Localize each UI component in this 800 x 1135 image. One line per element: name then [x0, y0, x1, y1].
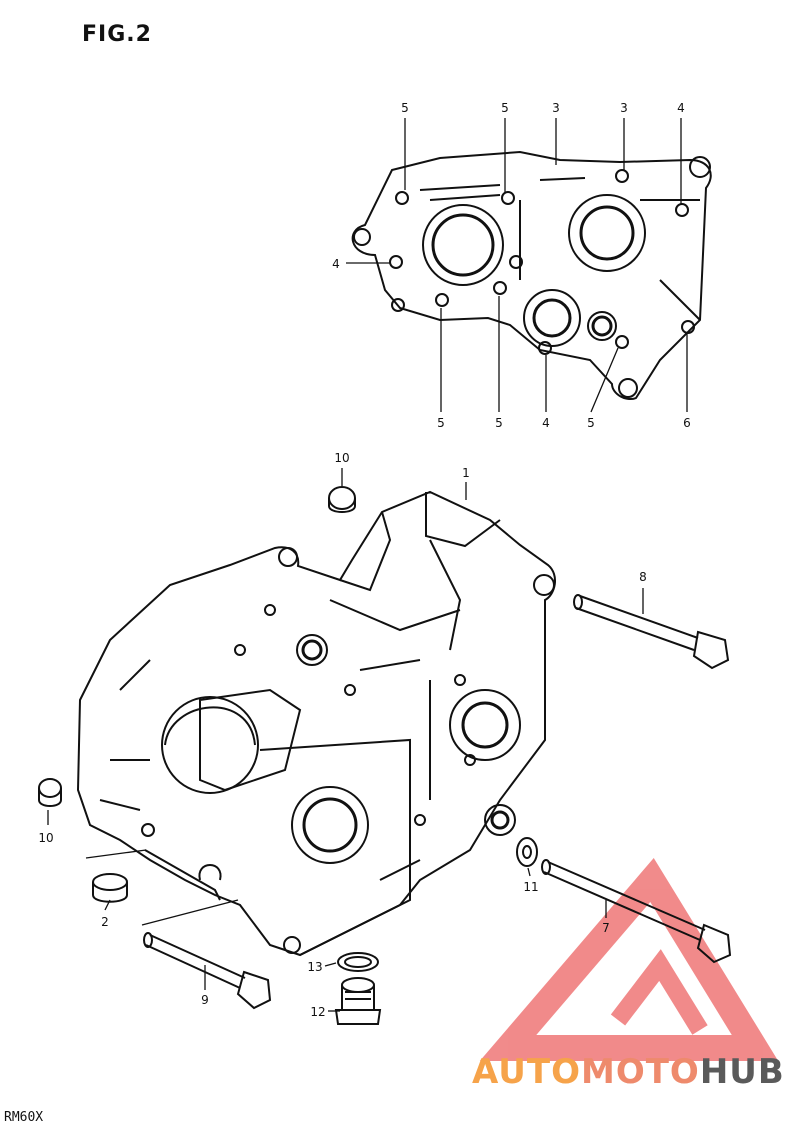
- leader-lines-top: [346, 118, 688, 413]
- callout-10: 10: [334, 451, 350, 465]
- part-dowel-2: [92, 873, 128, 903]
- callout-4: 4: [332, 257, 340, 271]
- callout-9: 9: [201, 993, 209, 1007]
- model-code: RM60X: [4, 1110, 44, 1125]
- callout-4: 4: [677, 101, 685, 115]
- watermark-brand-part1: AUTO: [472, 1052, 581, 1092]
- crankcase-main: [76, 490, 556, 957]
- crankcase-left-half: [351, 150, 712, 400]
- part-gasket-13: [337, 952, 379, 972]
- callout-5: 5: [401, 101, 409, 115]
- part-plug-12: [334, 977, 382, 1025]
- callout-10: 10: [38, 831, 54, 845]
- part-bolt-8: [573, 594, 730, 670]
- watermark-triangle-outer: [479, 857, 779, 1061]
- callout-5: 5: [501, 101, 509, 115]
- leader-lines-main: [47, 468, 644, 1012]
- callout-12: 12: [310, 1005, 326, 1019]
- callout-5: 5: [587, 416, 595, 430]
- watermark-brand-text: AUTOMOTOHUB: [472, 1052, 785, 1092]
- callout-1: 1: [462, 466, 470, 480]
- watermark-logo: [479, 857, 779, 1061]
- callout-11: 11: [523, 880, 539, 894]
- callout-4: 4: [542, 416, 550, 430]
- watermark-brand-part3: HUB: [699, 1052, 785, 1092]
- callout-5: 5: [495, 416, 503, 430]
- watermark-g-stroke: [610, 949, 708, 1035]
- part-dowel-10-left: [38, 778, 62, 807]
- callout-13: 13: [307, 960, 323, 974]
- part-washer-11: [516, 837, 538, 867]
- part-dowel-10-top: [328, 486, 356, 513]
- figure-title: FIG.2: [82, 22, 152, 47]
- part-bolt-9: [143, 932, 272, 1010]
- callout-2: 2: [101, 915, 109, 929]
- callout-5: 5: [437, 416, 445, 430]
- callout-3: 3: [620, 101, 628, 115]
- callout-6: 6: [683, 416, 691, 430]
- callout-3: 3: [552, 101, 560, 115]
- callout-8: 8: [639, 570, 647, 584]
- watermark-brand-part2: MOTO: [580, 1052, 700, 1092]
- callout-7: 7: [602, 921, 610, 935]
- part-bolt-7: [541, 859, 732, 964]
